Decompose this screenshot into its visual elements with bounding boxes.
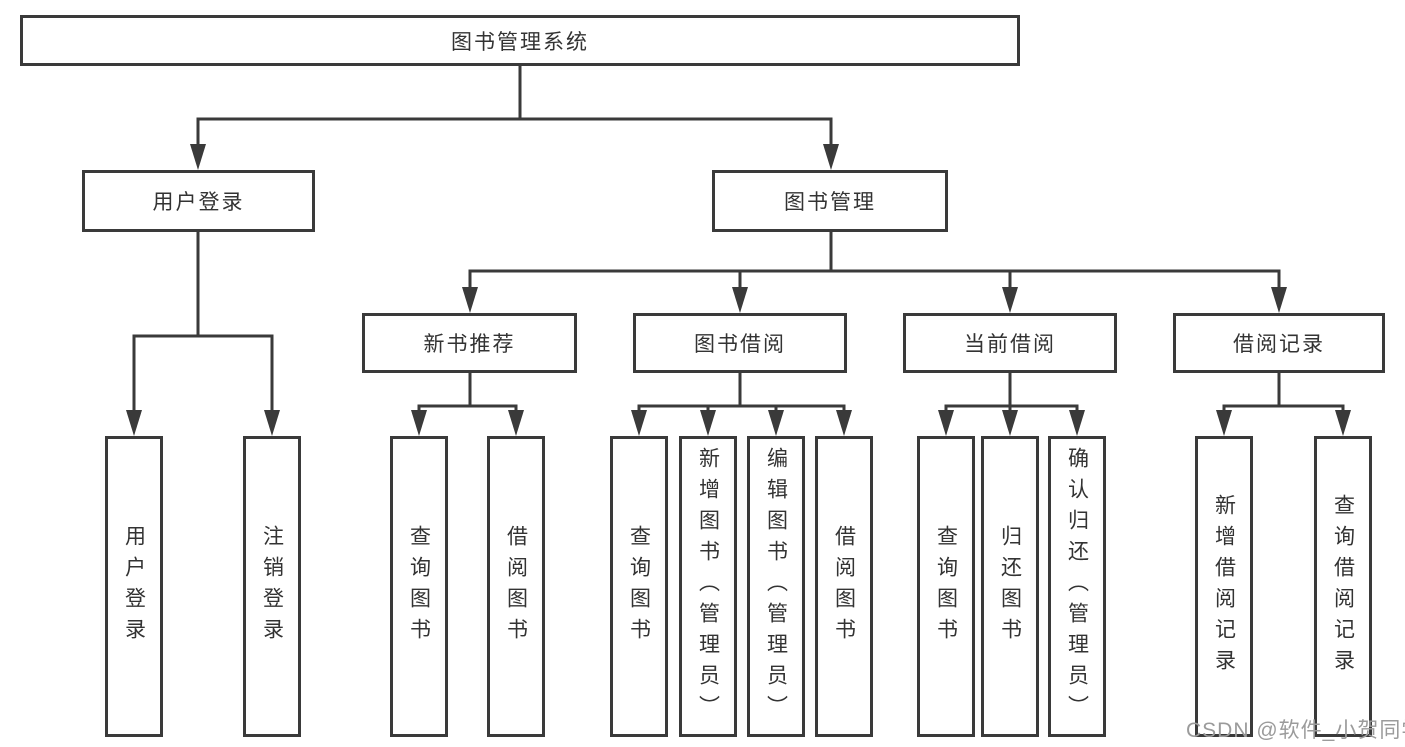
leaf-add-borrow-record: 新增借阅记录 — [1195, 436, 1253, 737]
connector-newbook-to-leaves — [417, 373, 518, 414]
csdn-watermark: CSDN @软件_小贺同学 — [1186, 719, 1405, 742]
leaf-edit-book-admin: 编辑图书（管理员） — [747, 436, 805, 737]
node-borrow-records: 借阅记录 — [1173, 313, 1385, 373]
arrowheads — [126, 144, 1351, 436]
leaf-add-book-admin: 新增图书（管理员） — [679, 436, 737, 737]
leaf-query-books-current: 查询图书 — [917, 436, 975, 737]
connector-root-to-level2 — [196, 66, 833, 148]
connector-currentborrow-to-leaves — [944, 373, 1079, 414]
leaf-user-login: 用户登录 — [105, 436, 163, 737]
connector-bookborrow-to-leaves — [637, 373, 846, 414]
node-book-borrow: 图书借阅 — [633, 313, 847, 373]
leaf-logout: 注销登录 — [243, 436, 301, 737]
node-book-management: 图书管理 — [712, 170, 948, 232]
node-new-book-recommend: 新书推荐 — [362, 313, 577, 373]
connector-userlogin-to-leaves — [132, 232, 274, 414]
leaf-return-books: 归还图书 — [981, 436, 1039, 737]
leaf-borrow-books-recommend: 借阅图书 — [487, 436, 545, 737]
leaf-query-books-recommend: 查询图书 — [390, 436, 448, 737]
leaf-confirm-return-admin: 确认归还（管理员） — [1048, 436, 1106, 737]
node-library-management-system: 图书管理系统 — [20, 15, 1020, 66]
node-user-login: 用户登录 — [82, 170, 315, 232]
connector-records-to-leaves — [1222, 373, 1345, 414]
leaf-query-borrow-record: 查询借阅记录 — [1314, 436, 1372, 737]
connector-bookmgmt-to-level3 — [468, 232, 1281, 291]
leaf-borrow-books-borrow: 借阅图书 — [815, 436, 873, 737]
node-current-borrow: 当前借阅 — [903, 313, 1117, 373]
leaf-query-books-borrow: 查询图书 — [610, 436, 668, 737]
